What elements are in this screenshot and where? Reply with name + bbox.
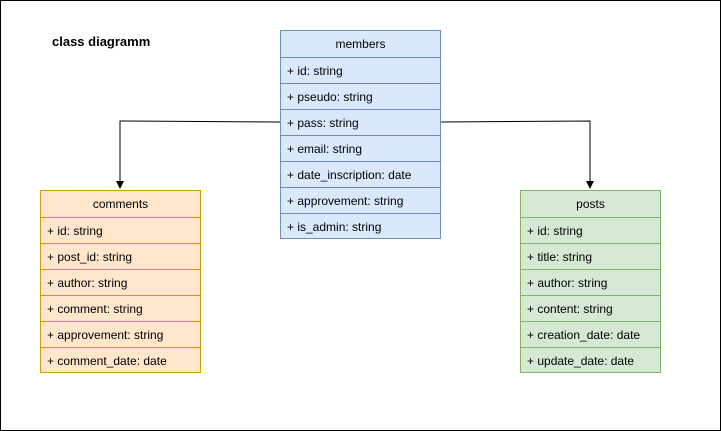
members-attribute: + email: string	[281, 135, 440, 161]
posts-attribute: + id: string	[521, 217, 660, 243]
posts-attribute: + update_date: date	[521, 347, 660, 373]
diagram-title: class diagramm	[52, 34, 151, 49]
posts-attribute: + title: string	[521, 243, 660, 269]
comments-attribute: + post_id: string	[41, 243, 200, 269]
comments-attribute: + id: string	[41, 217, 200, 243]
comments-class[interactable]: comments + id: string + post_id: string …	[40, 190, 201, 373]
posts-class-name: posts	[576, 197, 605, 211]
members-attribute: + pass: string	[281, 109, 440, 135]
posts-attribute: + author: string	[521, 269, 660, 295]
posts-attribute: + creation_date: date	[521, 321, 660, 347]
members-attribute: + id: string	[281, 57, 440, 83]
comments-class-name: comments	[92, 197, 149, 211]
members-attribute: + date_inscription: date	[281, 161, 440, 187]
comments-attribute: + author: string	[41, 269, 200, 295]
members-attribute: + pseudo: string	[281, 83, 440, 109]
members-to-posts-connector	[440, 120, 594, 189]
members-to-comments-connector	[116, 120, 281, 189]
members-class[interactable]: members + id: string + pseudo: string + …	[280, 30, 441, 239]
comments-attribute: + comment_date: date	[41, 347, 200, 373]
posts-attribute: + content: string	[521, 295, 660, 321]
comments-attribute: + comment: string	[41, 295, 200, 321]
posts-class[interactable]: posts + id: string + title: string + aut…	[520, 190, 661, 373]
members-attribute: + is_admin: string	[281, 213, 440, 239]
members-class-name: members	[335, 37, 386, 51]
members-attribute: + approvement: string	[281, 187, 440, 213]
comments-attribute: + approvement: string	[41, 321, 200, 347]
